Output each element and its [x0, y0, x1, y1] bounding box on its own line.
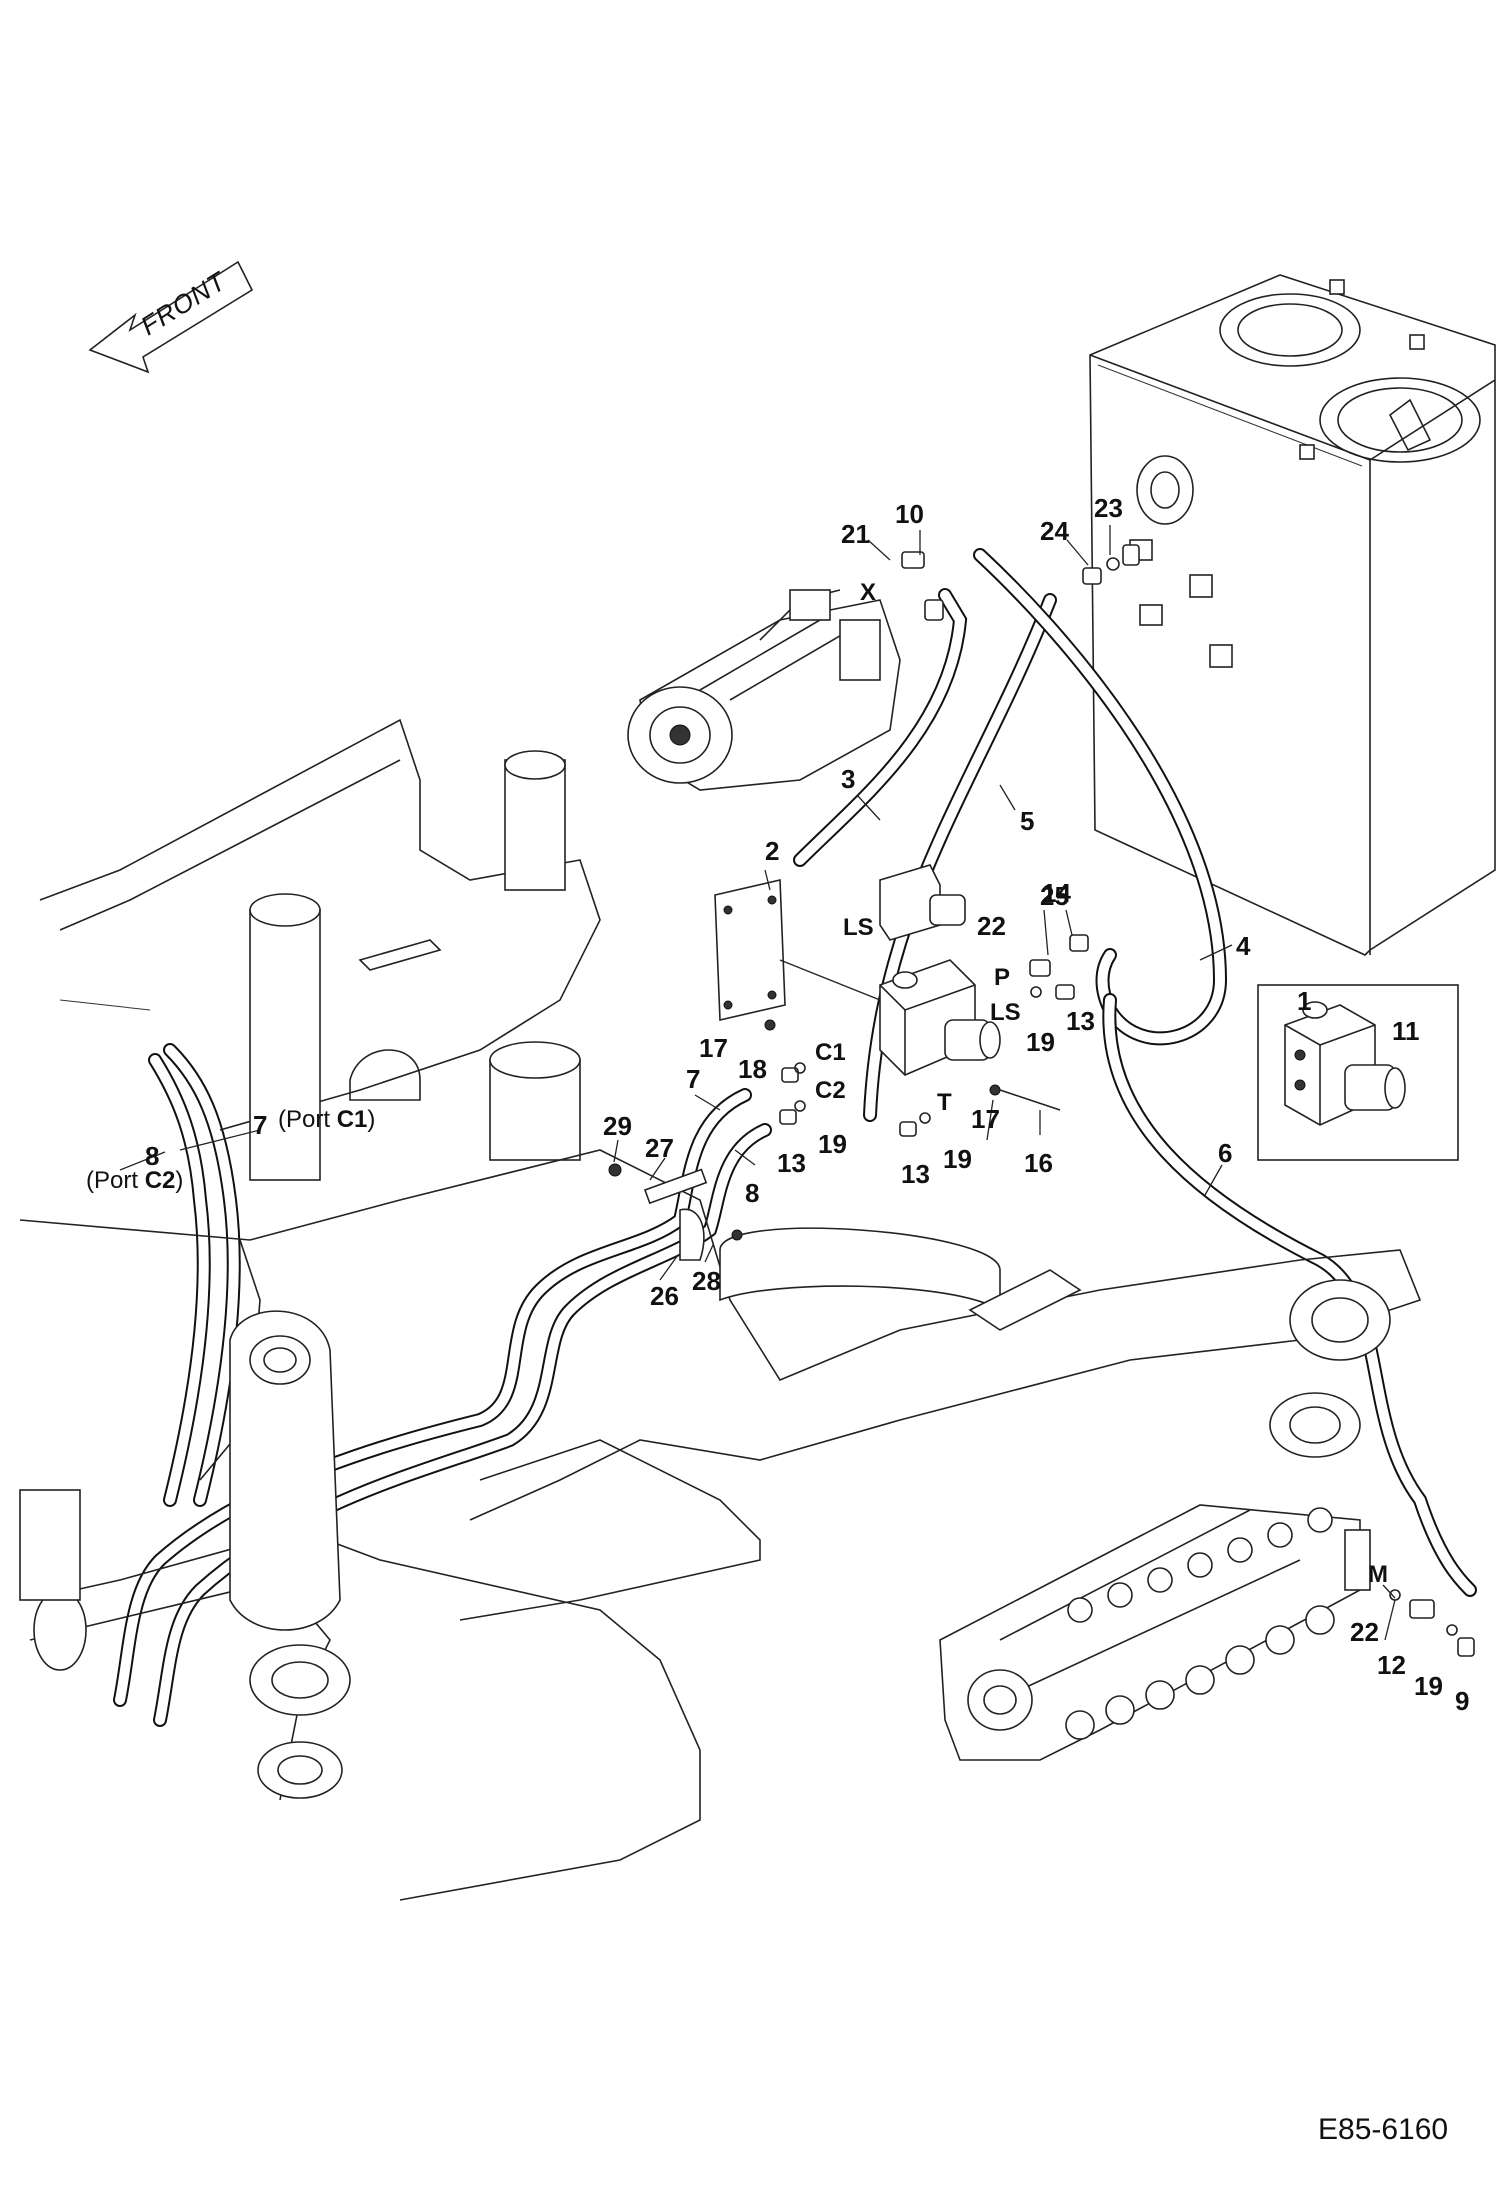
- hydraulic-pump: [627, 589, 901, 791]
- port-labels: X LS LS P C1 C2 T M: [815, 579, 1388, 1588]
- part-number: 4: [1236, 931, 1251, 961]
- port-label: LS: [843, 914, 874, 941]
- part-number: 19: [1414, 1671, 1443, 1701]
- part-number: 28: [692, 1266, 721, 1296]
- part-number: 22: [977, 911, 1006, 941]
- hose-5: [863, 593, 1057, 1122]
- part-number: 18: [738, 1054, 767, 1084]
- part-number: 16: [1024, 1148, 1053, 1178]
- main-control-valve: [939, 1504, 1371, 1761]
- part-number: 21: [841, 519, 870, 549]
- hose-7: [113, 1088, 752, 1707]
- part-number: 9: [1455, 1686, 1469, 1716]
- port-label: M: [1368, 1561, 1388, 1588]
- port-note-c1: (Port C1): [278, 1106, 375, 1133]
- port-note-c2: (Port C2): [86, 1167, 183, 1194]
- front-label: FRONT: [135, 265, 232, 341]
- part-number: 13: [901, 1159, 930, 1189]
- port-notes: (Port C1) (Port C2): [86, 1106, 375, 1194]
- part-number: 5: [1020, 806, 1034, 836]
- port-label: P: [994, 964, 1010, 991]
- part-number: 17: [971, 1104, 1000, 1134]
- part-number: 13: [777, 1148, 806, 1178]
- diagram-code: E85-6160: [1318, 2113, 1448, 2146]
- port-label: C1: [815, 1039, 846, 1066]
- part-number: 8: [145, 1141, 159, 1171]
- part-number: 6: [1218, 1138, 1232, 1168]
- hose-3: [793, 588, 968, 867]
- part-number: 23: [1094, 493, 1123, 523]
- part-number: 3: [841, 764, 855, 794]
- hose-8: [153, 1123, 772, 1727]
- hydraulic-tank: [1089, 274, 1496, 956]
- lower-frame: [19, 1149, 1422, 1901]
- part-number: 11: [1392, 1016, 1420, 1046]
- part-number: 22: [1350, 1617, 1379, 1647]
- fittings: [608, 544, 1475, 1657]
- port-label: C2: [815, 1077, 846, 1104]
- front-arrow-icon: FRONT: [88, 260, 254, 374]
- part-number: 2: [765, 836, 779, 866]
- part-number: 27: [645, 1133, 674, 1163]
- part-number: 7: [253, 1110, 267, 1140]
- swing-valve-block: [714, 864, 1001, 1076]
- part-number: 25: [1040, 881, 1069, 911]
- part-number: 17: [699, 1033, 728, 1063]
- upper-frame: [39, 718, 601, 1181]
- part-number: 29: [603, 1111, 632, 1141]
- part-number: 13: [1066, 1006, 1095, 1036]
- part-number: 26: [650, 1281, 679, 1311]
- part-number: 19: [943, 1144, 972, 1174]
- part-number: 8: [745, 1178, 759, 1208]
- part-number: 7: [686, 1064, 700, 1094]
- swing-hoses: [148, 1043, 241, 1507]
- part-labels: 1 2 3 4 5 6 7 7 8 8 9 10 11 12 13 13 13 …: [145, 493, 1469, 1716]
- part-number: 1: [1297, 986, 1311, 1016]
- port-label: T: [937, 1089, 952, 1116]
- part-number: 10: [895, 499, 924, 529]
- part-number: 19: [1026, 1027, 1055, 1057]
- port-label: LS: [990, 999, 1021, 1026]
- port-label: X: [860, 579, 876, 606]
- part-number: 14: [1042, 878, 1071, 908]
- part-number: 24: [1040, 516, 1069, 546]
- inset-box: [1257, 984, 1459, 1161]
- leader-lines: [119, 525, 1396, 1641]
- part-number: 12: [1377, 1650, 1406, 1680]
- part-number: 19: [818, 1129, 847, 1159]
